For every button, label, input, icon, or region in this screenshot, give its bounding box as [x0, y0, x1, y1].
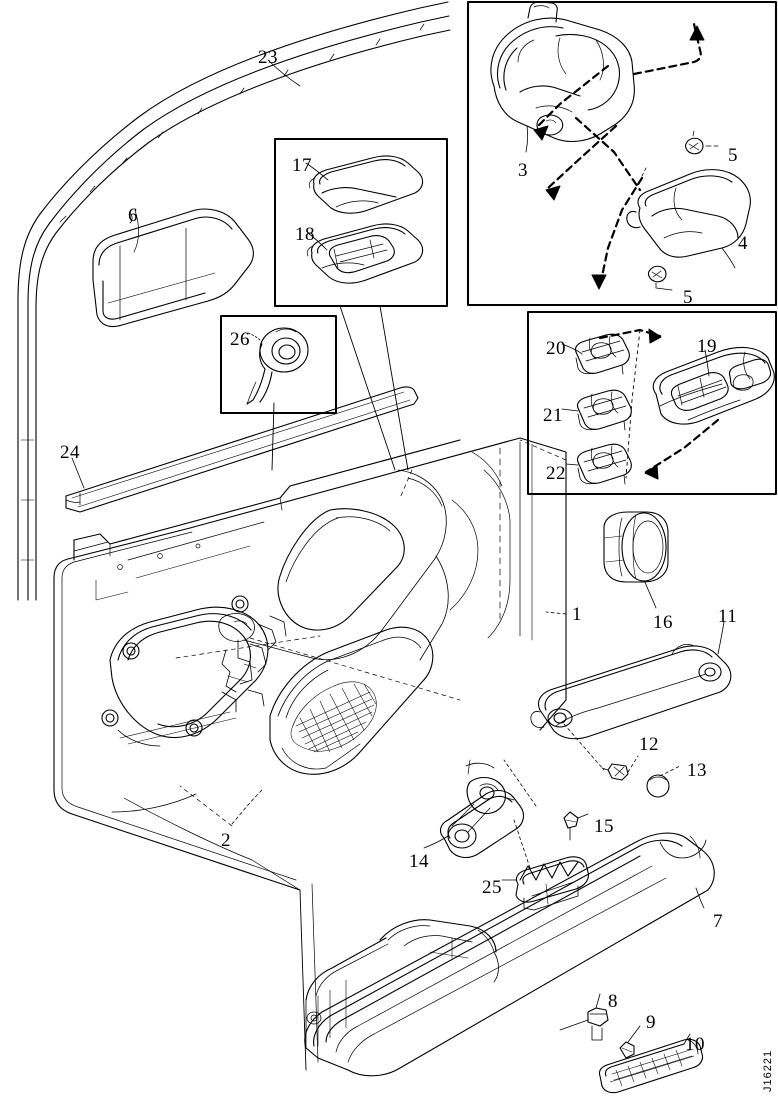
callout-1: 1 — [572, 604, 582, 625]
door-frame-weatherstrip-art — [17, 1, 451, 601]
screw-upper-art — [684, 130, 719, 155]
callout-5-upper: 5 — [728, 145, 738, 166]
bolt-12-art — [601, 755, 639, 781]
window-switch-single-c-art — [565, 443, 632, 485]
window-switch-single-a-art — [561, 333, 630, 375]
callout-18: 18 — [295, 224, 315, 245]
callout-17: 17 — [292, 155, 312, 176]
callout-19: 19 — [697, 336, 717, 357]
arrowheads — [533, 25, 705, 290]
callout-8: 8 — [608, 991, 618, 1012]
door-trim-panel-art — [53, 437, 567, 1071]
callout-15: 15 — [594, 816, 614, 837]
inner-handle-housing-art — [490, 1, 635, 153]
handle-bezel-cover-art — [626, 169, 751, 269]
callout-21: 21 — [543, 405, 563, 426]
speaker-grille-mesh — [290, 681, 377, 753]
window-switch-single-b-art — [561, 389, 632, 431]
callout-9: 9 — [646, 1012, 656, 1033]
screw-9-art — [619, 1025, 641, 1059]
callout-7: 7 — [713, 911, 723, 932]
grommet-with-tether-art — [246, 327, 309, 405]
master-window-switch-assembly-art — [652, 346, 775, 425]
callout-2: 2 — [221, 830, 231, 851]
callout-6: 6 — [128, 205, 138, 226]
callout-11: 11 — [718, 606, 738, 627]
grommet-inset-box — [220, 315, 337, 471]
screw-lower-art — [647, 265, 673, 291]
pull-handle-strap-art — [530, 621, 732, 740]
callout-4: 4 — [738, 233, 748, 254]
armrest-pad-art — [92, 208, 254, 328]
handle-assembly-inset-box — [466, 0, 778, 307]
callout-10: 10 — [685, 1034, 705, 1055]
tweeter-speaker-art — [603, 511, 669, 609]
figure-code: J16221 — [762, 1049, 774, 1092]
callout-22: 22 — [546, 463, 566, 484]
window-regulator-handle-art — [423, 759, 525, 859]
assembly-arrows — [534, 22, 702, 288]
cap-plug-13-art — [646, 765, 681, 798]
callout-12: 12 — [639, 734, 659, 755]
leader-lines — [175, 439, 567, 827]
switch-bezel-with-switch-art — [306, 223, 424, 284]
callout-25: 25 — [482, 877, 502, 898]
callout-13: 13 — [687, 760, 707, 781]
switch-bezel-cover-art — [305, 155, 424, 214]
clip-bracket-8-art — [559, 993, 609, 1041]
callout-26: 26 — [230, 329, 250, 350]
switch-inset-box — [527, 311, 777, 495]
screw-15-art — [503, 759, 589, 841]
callout-20: 20 — [546, 338, 566, 359]
courtesy-lamp-lens-art — [501, 819, 589, 911]
belt-line-weatherstrip-art — [65, 386, 419, 513]
callout-23: 23 — [258, 47, 278, 68]
lower-door-moulding-art — [304, 832, 715, 1077]
callout-14: 14 — [409, 851, 429, 872]
callout-5-lower: 5 — [683, 287, 693, 308]
end-cap-insert-10-art — [598, 1033, 704, 1094]
bezel-inset-box — [274, 138, 448, 471]
callout-24: 24 — [60, 442, 80, 463]
callout-3: 3 — [518, 160, 528, 181]
callout-16: 16 — [653, 612, 673, 633]
